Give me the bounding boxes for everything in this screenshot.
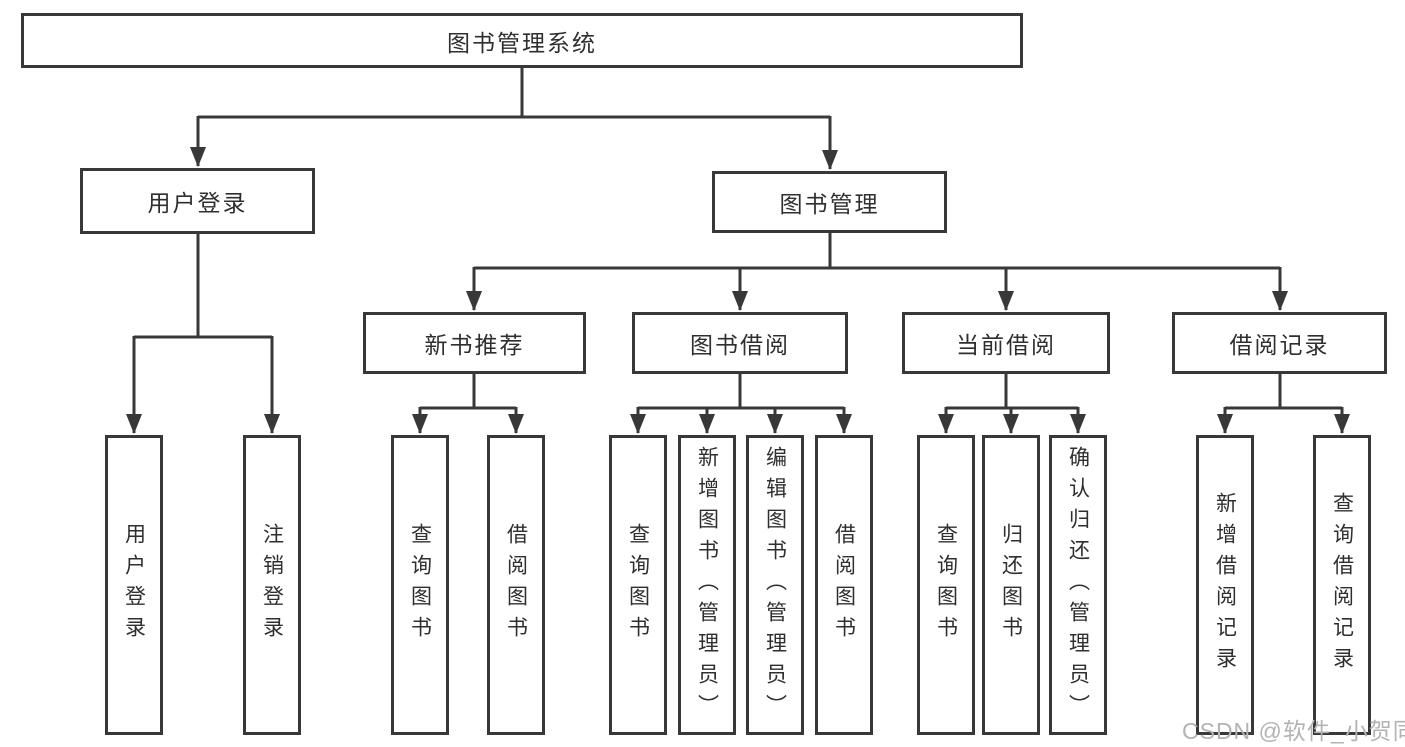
leaf-label: 新增图书（管理员） [695, 445, 719, 725]
leaf-return-books: 归还图书 [982, 435, 1040, 735]
leaf-borrow-books-bb: 借阅图书 [815, 435, 873, 735]
leaf-edit-books-admin: 编辑图书（管理员） [746, 435, 804, 735]
node-label: 图书管理系统 [447, 29, 597, 56]
csdn-watermark: CSDN @软件_小贺同学 [1182, 718, 1405, 744]
leaf-add-books-admin: 新增图书（管理员） [678, 435, 736, 735]
leaf-label: 查询图书 [626, 523, 650, 647]
leaf-label: 借阅图书 [504, 523, 528, 647]
leaf-label: 注销登录 [260, 523, 284, 647]
leaf-query-books-bb: 查询图书 [609, 435, 667, 735]
node-label: 当前借阅 [956, 332, 1056, 358]
node-book-management: 图书管理 [712, 171, 947, 233]
node-user-login: 用户登录 [80, 168, 315, 234]
leaf-label: 确认归还（管理员） [1066, 445, 1090, 725]
node-current-borrowing: 当前借阅 [902, 312, 1110, 374]
leaf-label: 编辑图书（管理员） [763, 445, 787, 725]
leaf-label: 查询图书 [408, 523, 432, 647]
node-label: 借阅记录 [1229, 332, 1330, 358]
node-new-book-recommend: 新书推荐 [363, 312, 586, 374]
node-book-borrowing: 图书借阅 [632, 312, 848, 374]
node-borrowing-records: 借阅记录 [1172, 312, 1387, 374]
leaf-borrow-books-nb: 借阅图书 [487, 435, 545, 735]
node-root-library-system: 图书管理系统 [21, 13, 1023, 68]
leaf-label: 借阅图书 [832, 523, 856, 647]
leaf-query-books-cb: 查询图书 [917, 435, 975, 735]
leaf-query-books-nb: 查询图书 [391, 435, 449, 735]
node-label: 新书推荐 [424, 332, 525, 358]
leaf-logout: 注销登录 [243, 435, 301, 735]
leaf-label: 新增借阅记录 [1213, 492, 1237, 678]
leaf-confirm-return-admin: 确认归还（管理员） [1049, 435, 1107, 735]
leaf-label: 归还图书 [999, 523, 1023, 647]
leaf-label: 用户登录 [122, 523, 146, 647]
node-label: 图书管理 [779, 191, 880, 217]
leaf-label: 查询借阅记录 [1330, 492, 1354, 678]
node-label: 用户登录 [147, 190, 248, 216]
leaf-add-borrow-record: 新增借阅记录 [1196, 435, 1254, 735]
leaf-query-borrow-record: 查询借阅记录 [1313, 435, 1371, 735]
leaf-label: 查询图书 [934, 523, 958, 647]
leaf-user-login: 用户登录 [105, 435, 163, 735]
node-label: 图书借阅 [690, 332, 790, 358]
